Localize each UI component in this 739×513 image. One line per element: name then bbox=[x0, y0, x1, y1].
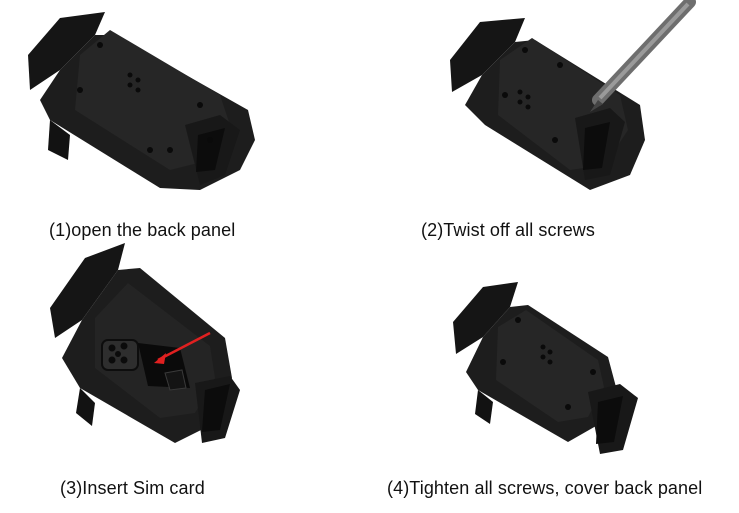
step-4-caption: (4)Tighten all screws, cover back panel bbox=[387, 478, 703, 498]
step-2-image bbox=[450, 0, 696, 190]
step-1-image bbox=[28, 12, 255, 190]
step-2-caption: (2)Twist off all screws bbox=[421, 220, 596, 240]
step-3-caption: (3)Insert Sim card bbox=[60, 478, 205, 498]
step-1-caption: (1)open the back panel bbox=[49, 220, 236, 240]
step-4-image bbox=[453, 282, 638, 454]
step-3-image bbox=[50, 243, 240, 443]
